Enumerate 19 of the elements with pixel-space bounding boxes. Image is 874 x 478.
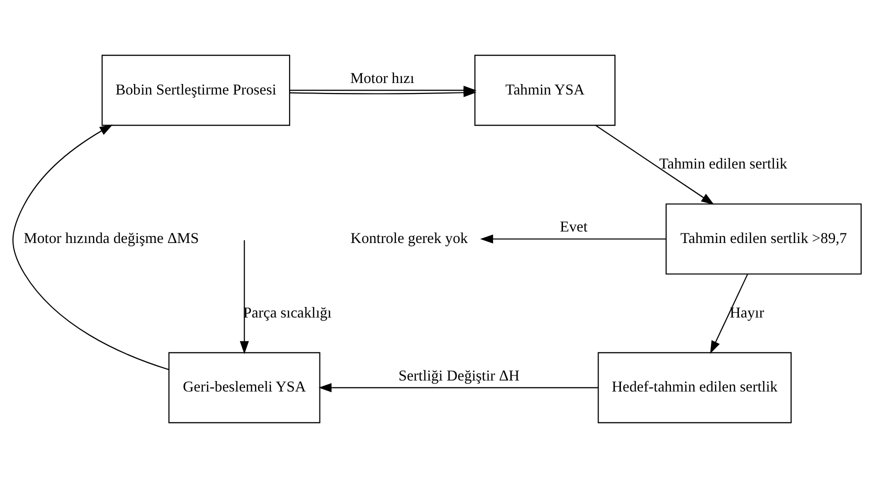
arrow: [710, 274, 748, 354]
edge-label: Motor hızı: [350, 71, 414, 87]
node-box: Geri-beslemeli YSA: [168, 352, 320, 424]
edge-label: Motor hızında değişme ΔMS: [24, 230, 199, 247]
edge-label: Sertliği Değiştir ΔH: [398, 368, 520, 384]
edge-label: Tahmin edilen sertlik: [659, 156, 788, 173]
node-box: Tahmin YSA: [474, 54, 616, 126]
node-box: Hedef-tahmin edilen sertlik: [598, 352, 792, 424]
node-text: Kontrole gerek yok: [350, 230, 468, 247]
edge-label: Hayır: [730, 305, 764, 322]
arrow: [480, 234, 666, 244]
arrow: [12, 124, 170, 370]
arrow: [595, 124, 714, 205]
arrow: [240, 240, 249, 354]
edge-label: Evet: [560, 220, 588, 236]
arrow: [290, 88, 476, 98]
node-box: Tahmin edilen sertlik >89,7: [666, 203, 862, 275]
node-box: Bobin Sertleştirme Prosesi: [102, 54, 290, 126]
arrow: [318, 383, 598, 392]
